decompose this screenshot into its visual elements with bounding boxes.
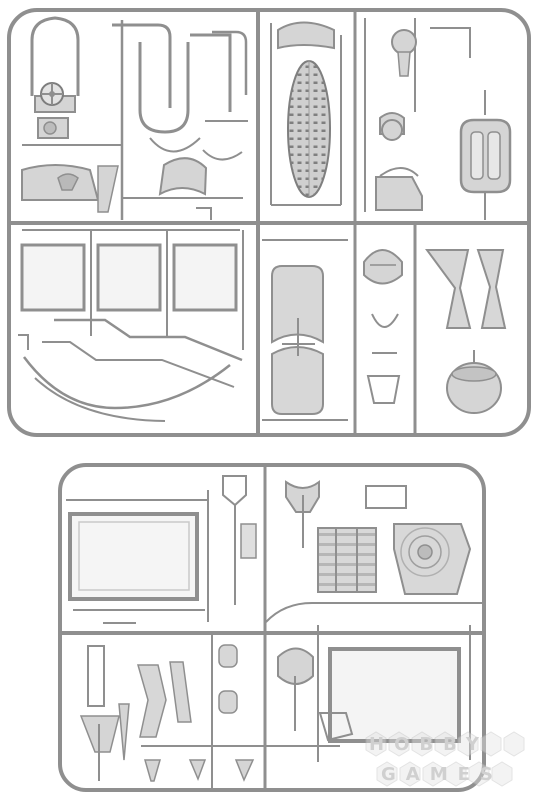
helmet-parts	[363, 249, 507, 414]
bottom-center-parts	[137, 475, 257, 738]
top-right-parts	[364, 18, 512, 220]
door-panels	[262, 239, 348, 421]
top-sprue-frame	[7, 8, 531, 437]
bottom-right-grill	[285, 480, 472, 595]
window-frames	[18, 229, 244, 422]
bottom-right-frame	[141, 625, 471, 762]
bottom-sprue-frame	[58, 463, 486, 792]
grille-part	[270, 21, 342, 206]
bottom-lower-left-parts	[79, 645, 255, 782]
top-left-parts	[21, 16, 248, 220]
bottom-window-frame	[66, 490, 209, 624]
